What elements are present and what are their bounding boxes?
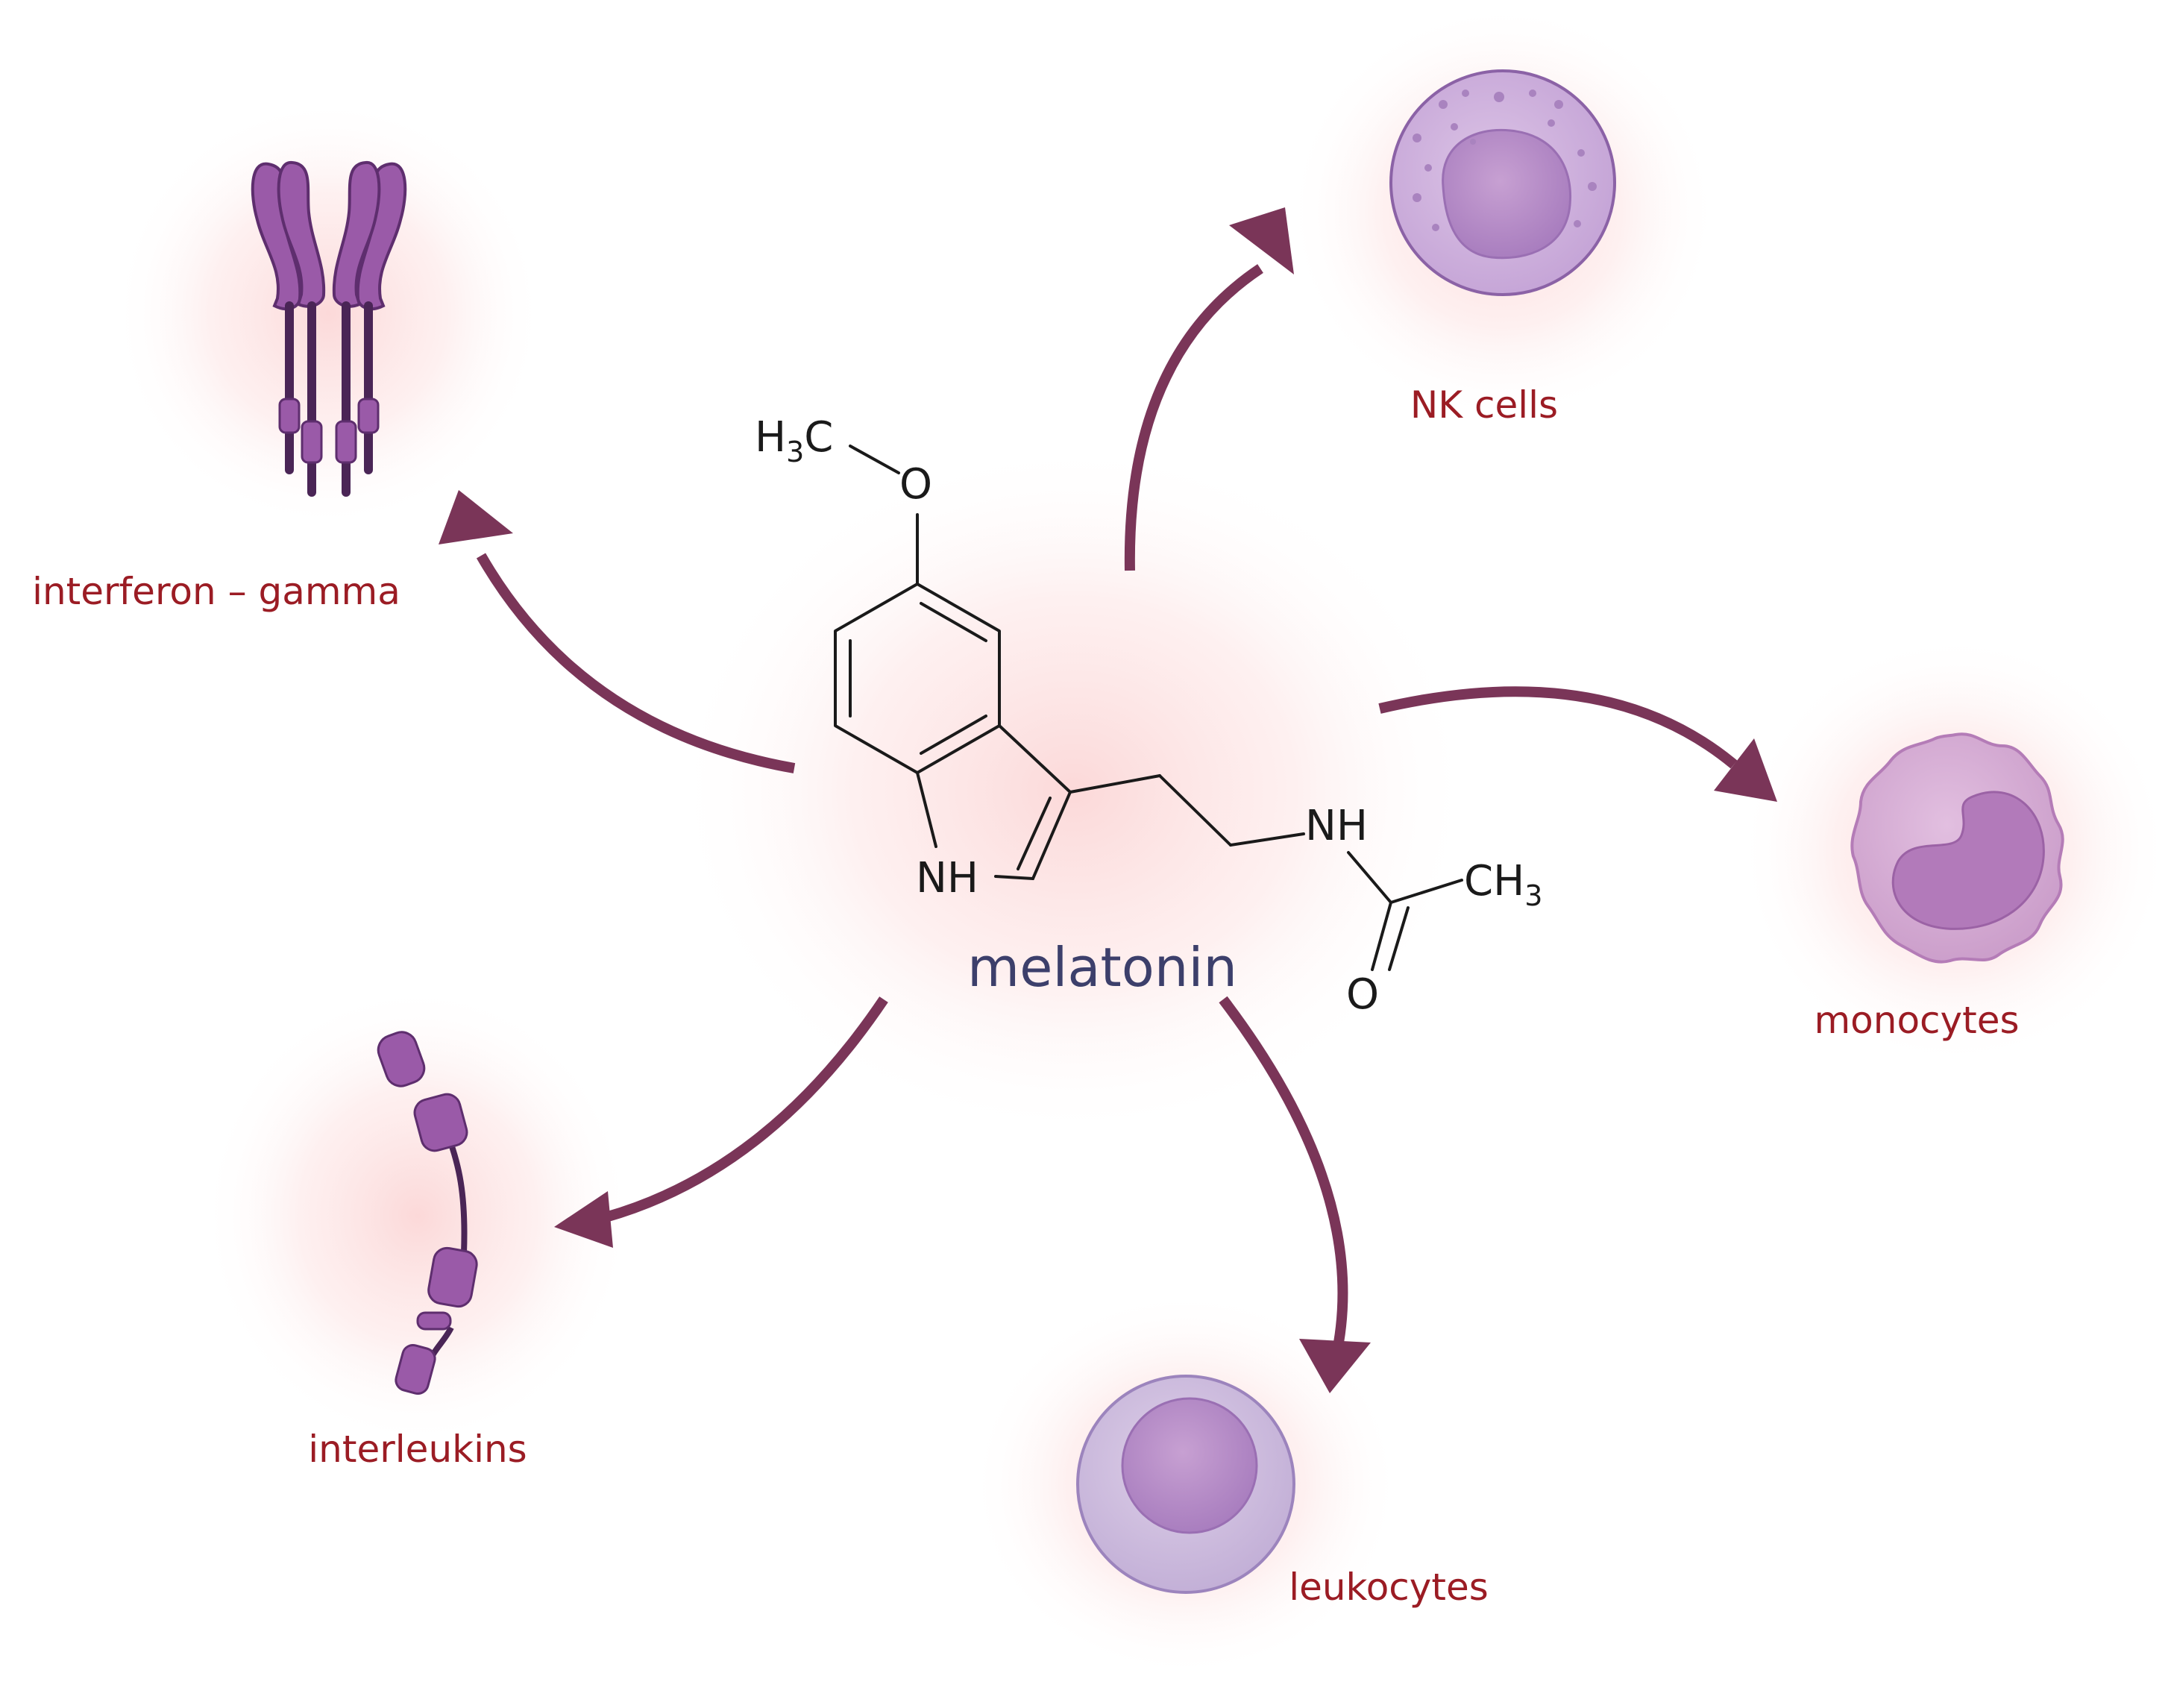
melatonin-label: melatonin — [967, 936, 1237, 999]
nk-cell-icon — [1389, 69, 1616, 296]
interleukins-label: interleukins — [308, 1428, 527, 1471]
carbonyl-oxygen-label: O — [1346, 970, 1379, 1019]
arrowhead-monocytes-icon — [1714, 738, 1777, 802]
methyl-right-label: CH3 — [1464, 857, 1542, 912]
amide-nh-label: NH — [1305, 802, 1368, 850]
interleukins-glow — [201, 985, 634, 1447]
arrow-to-interferon — [476, 553, 796, 773]
monocytes-label: monocytes — [1814, 999, 2019, 1042]
arrowhead-interleukins-icon — [554, 1191, 613, 1248]
arrow-to-monocytes — [1378, 686, 1738, 769]
leukocytes-label: leukocytes — [1289, 1566, 1489, 1609]
interferon-gamma-label: interferon – gamma — [32, 570, 400, 613]
nk-cells-label: NK cells — [1410, 383, 1558, 427]
methyl-top-label: H3C — [755, 413, 833, 468]
arrow-to-interleukins — [604, 996, 888, 1222]
interferon-glow — [112, 97, 544, 530]
arrow-to-leukocytes — [1219, 996, 1348, 1344]
ether-oxygen-label: O — [899, 460, 932, 509]
interleukin-icon — [377, 1031, 478, 1395]
arrowhead-interferon-icon — [439, 490, 513, 544]
arrow-to-nk — [1124, 264, 1263, 571]
leukocyte-icon — [1076, 1375, 1295, 1594]
interferon-gamma-icon — [251, 160, 407, 497]
arrowhead-leukocytes-icon — [1299, 1339, 1371, 1393]
indole-nh-label: NH — [916, 854, 978, 902]
arrowhead-nk-icon — [1229, 207, 1294, 274]
melatonin-structure: H3C O NH NH CH3 O — [755, 413, 1542, 1019]
arrows — [439, 207, 1777, 1393]
monocyte-icon — [1850, 732, 2064, 964]
